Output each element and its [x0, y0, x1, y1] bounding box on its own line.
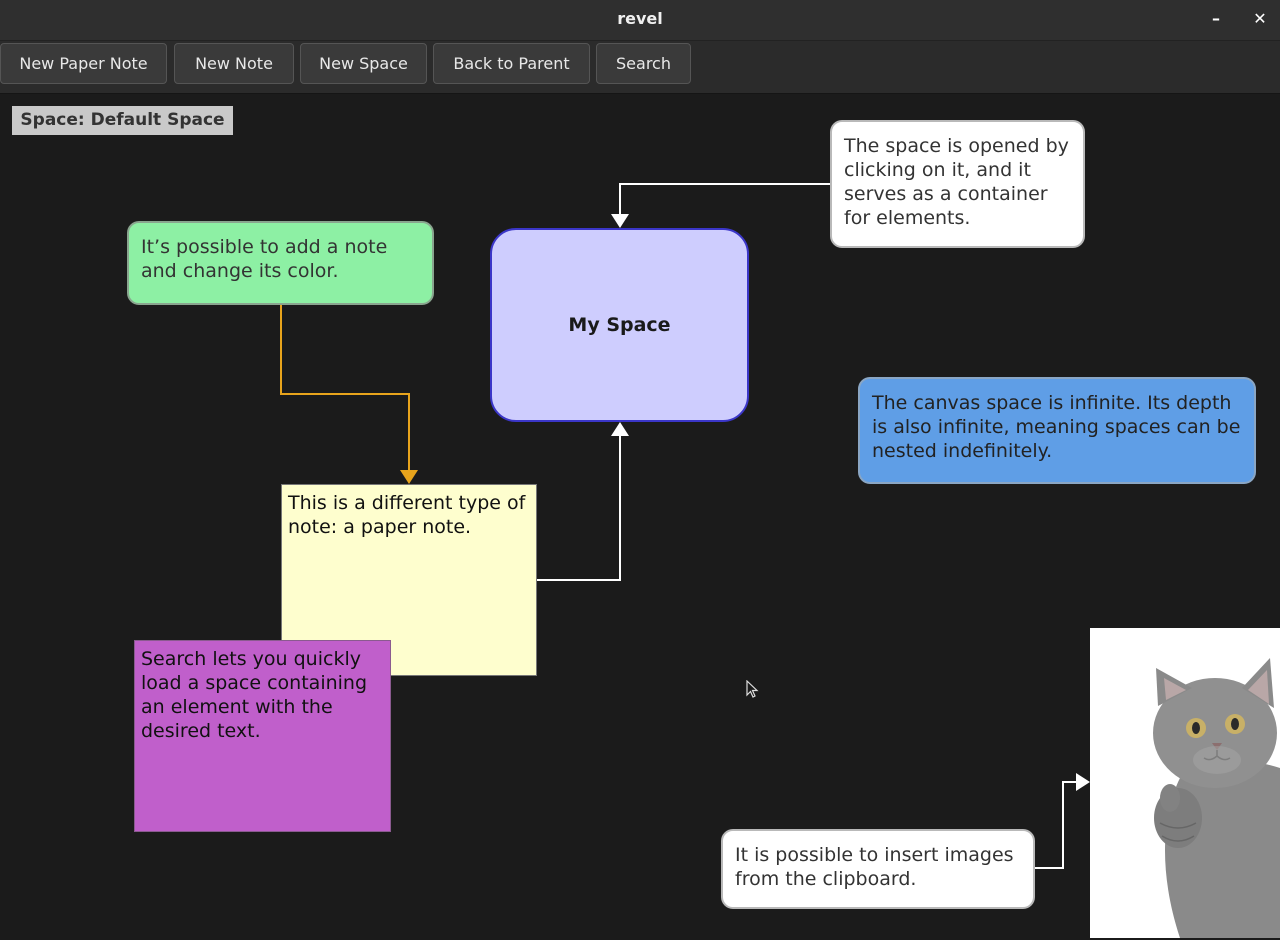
note-infinite-text: The canvas space is infinite. Its depth … — [872, 392, 1241, 462]
note-space-open-text: The space is opened by clicking on it, a… — [844, 135, 1069, 229]
kitten-image — [1090, 628, 1280, 938]
arrowhead-space-open — [611, 214, 629, 228]
mouse-pointer-icon — [746, 680, 759, 698]
space-my-space[interactable]: My Space — [490, 228, 749, 422]
toolbar: New Paper Note New Note New Space Back t… — [0, 41, 1280, 94]
new-note-button[interactable]: New Note — [174, 43, 294, 84]
connectors — [280, 183, 1090, 869]
paper-note-search-text: Search lets you quickly load a space con… — [141, 648, 368, 742]
search-button[interactable]: Search — [596, 43, 691, 84]
back-to-parent-button[interactable]: Back to Parent — [433, 43, 590, 84]
connector-space-open — [619, 183, 830, 216]
space-label: Space: Default Space — [12, 106, 233, 135]
title-bar: revel – ✕ — [0, 0, 1280, 41]
paper-note-text: This is a different type of note: a pape… — [288, 492, 526, 538]
arrowhead-images-note — [1076, 773, 1090, 791]
new-paper-note-button[interactable]: New Paper Note — [0, 43, 167, 84]
canvas[interactable]: Space: Default Space The space is opened… — [0, 94, 1280, 940]
connector-paper-note — [537, 436, 621, 581]
space-my-space-title: My Space — [568, 314, 671, 336]
note-add-note[interactable]: It’s possible to add a note and change i… — [127, 221, 434, 305]
paper-note-search[interactable]: Search lets you quickly load a space con… — [134, 640, 391, 832]
note-infinite[interactable]: The canvas space is infinite. Its depth … — [858, 377, 1256, 484]
note-add-note-text: It’s possible to add a note and change i… — [141, 236, 388, 282]
minimize-icon[interactable]: – — [1212, 9, 1220, 28]
window-title: revel — [617, 9, 663, 28]
cat-image[interactable] — [1090, 628, 1280, 938]
close-icon[interactable]: ✕ — [1253, 9, 1267, 28]
connector-add-note — [280, 305, 410, 472]
note-images[interactable]: It is possible to insert images from the… — [721, 829, 1035, 909]
arrowhead-add-note — [400, 470, 418, 484]
new-space-button[interactable]: New Space — [300, 43, 427, 84]
note-images-text: It is possible to insert images from the… — [735, 844, 1014, 890]
arrowhead-paper-note — [611, 422, 629, 436]
connector-images-note — [1035, 781, 1078, 869]
note-space-open[interactable]: The space is opened by clicking on it, a… — [830, 120, 1085, 248]
